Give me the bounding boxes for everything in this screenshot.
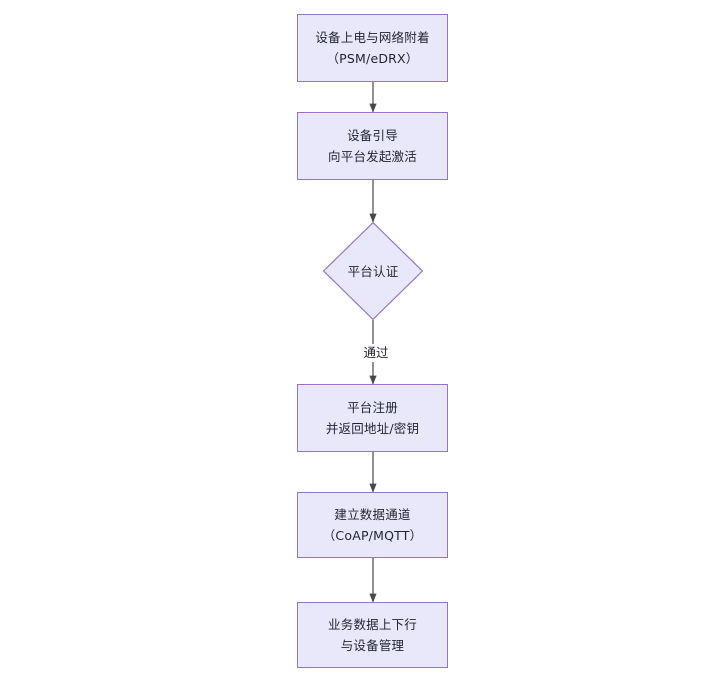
diamond-shape-icon bbox=[323, 222, 423, 320]
edge-label-pass: 通过 bbox=[357, 344, 395, 362]
node-label: 平台注册 并返回地址/密钥 bbox=[325, 400, 420, 436]
node-label: 平台认证 bbox=[347, 263, 399, 279]
node-platform-registration[interactable]: 平台注册 并返回地址/密钥 bbox=[297, 384, 448, 452]
node-business-data-and-device-management[interactable]: 业务数据上下行 与设备管理 bbox=[297, 602, 448, 668]
node-establish-data-channel[interactable]: 建立数据通道 （CoAP/MQTT） bbox=[297, 492, 448, 558]
node-platform-authentication[interactable]: 平台认证 bbox=[323, 222, 423, 320]
node-label: 设备上电与网络附着 （PSM/eDRX） bbox=[315, 30, 430, 66]
node-device-bootstrap[interactable]: 设备引导 向平台发起激活 bbox=[297, 112, 448, 180]
node-device-power-on[interactable]: 设备上电与网络附着 （PSM/eDRX） bbox=[297, 14, 448, 82]
node-label: 业务数据上下行 与设备管理 bbox=[328, 617, 417, 653]
node-label: 建立数据通道 （CoAP/MQTT） bbox=[322, 507, 423, 543]
node-label: 设备引导 向平台发起激活 bbox=[328, 128, 417, 164]
